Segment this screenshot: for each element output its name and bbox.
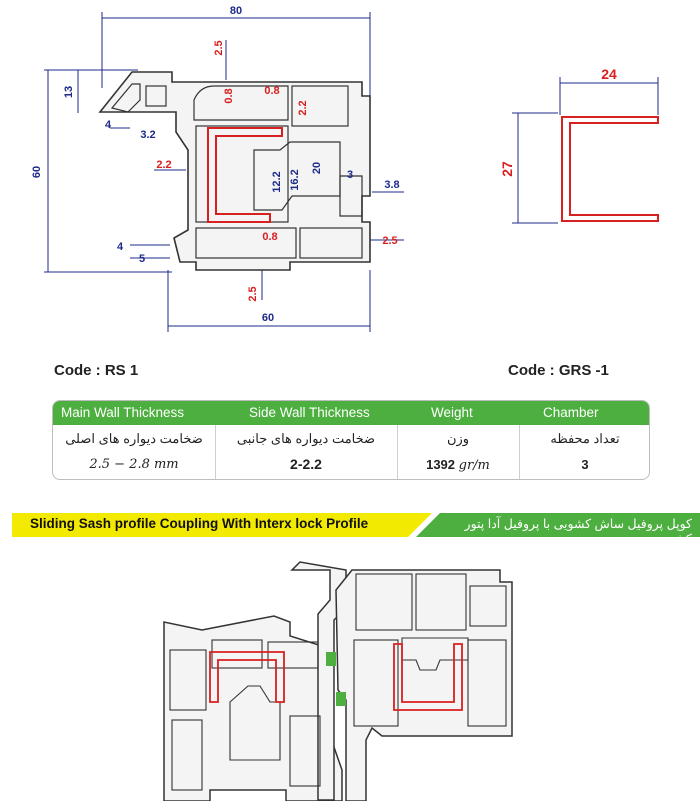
dim-4-top: 4: [105, 119, 112, 131]
dim-12-2: 12.2: [271, 171, 283, 192]
dim-3-2: 3.2: [140, 129, 155, 141]
header-main-wall: Main Wall Thickness: [61, 405, 185, 420]
gasket-top: [326, 652, 336, 666]
dim-20: 20: [311, 162, 323, 174]
dim-3-8: 3.8: [384, 179, 399, 191]
dim-4-bottom: 4: [117, 241, 124, 253]
dim-27: 27: [499, 161, 515, 177]
spec-table: Main Wall Thickness Side Wall Thickness …: [52, 400, 650, 480]
dim-2-2-top: 2.2: [297, 100, 309, 115]
profile-section-drawing: 80 60 60 13 4 3.2 2.5 0.8 0.8 2.2 2.2 12…: [31, 5, 404, 332]
reinforcement-left: [209, 651, 285, 703]
dim-60-bottom: 60: [262, 312, 274, 324]
value-weight: 1392 gr/m: [397, 457, 519, 473]
dim-5: 5: [139, 253, 145, 265]
reinforcement-profile: [561, 116, 659, 222]
dim-13: 13: [63, 86, 75, 98]
dim-2-2-left: 2.2: [156, 159, 171, 171]
spec-table-header: Main Wall Thickness Side Wall Thickness …: [53, 401, 649, 425]
dim-16-2: 16.2: [289, 169, 301, 190]
reinforcement-right: [393, 643, 463, 711]
dim-80: 80: [230, 5, 242, 17]
banner-title-en: Sliding Sash profile Coupling With Inter…: [30, 516, 369, 531]
dim-0-8-bottom: 0.8: [262, 231, 277, 243]
reinforcement-channel: [207, 127, 283, 223]
header-chamber: Chamber: [543, 405, 599, 420]
weight-unit: gr/m: [458, 458, 490, 473]
dim-60-left: 60: [31, 166, 43, 178]
gasket-bottom: [336, 692, 346, 706]
fa-side-wall: ضخامت دیواره های جانبی: [236, 431, 376, 446]
value-chamber: 3: [581, 457, 589, 472]
header-side-wall: Side Wall Thickness: [249, 405, 370, 420]
code-right: Code : GRS -1: [508, 362, 609, 379]
value-main-wall: 2.5 − 2.8 mm: [89, 457, 179, 472]
dim-24: 24: [601, 66, 617, 82]
dim-0-8-a: 0.8: [223, 88, 235, 103]
dim-2-5-right: 2.5: [382, 235, 397, 247]
reinforcement-drawing: 24 27: [499, 66, 659, 224]
weight-number: 1392: [426, 457, 456, 472]
header-weight: Weight: [431, 405, 473, 420]
fa-main-wall: ضخامت دیواره های اصلی: [65, 431, 203, 446]
fa-weight: وزن: [446, 431, 470, 446]
divider: [397, 425, 398, 479]
profile-outline: [98, 71, 371, 271]
coupling-assembly-drawing: [163, 561, 513, 801]
divider: [519, 425, 520, 479]
profile-chambers: [110, 83, 363, 259]
dim-2-5-bottom: 2.5: [247, 286, 259, 301]
section-banner: Sliding Sash profile Coupling With Inter…: [12, 513, 700, 546]
banner-background: [12, 513, 700, 537]
banner-title-fa: کوپل پروفیل ساش کشویی با پروفیل آدا پتور…: [464, 517, 692, 546]
dim-2-5-top: 2.5: [213, 40, 225, 55]
dim-0-8-b: 0.8: [264, 85, 279, 97]
value-side-wall: 2-2.2: [290, 456, 322, 472]
divider: [215, 425, 216, 479]
dim-3: 3: [347, 169, 353, 181]
code-left: Code : RS 1: [54, 362, 139, 379]
fa-chamber: تعداد محفظه: [550, 431, 620, 446]
